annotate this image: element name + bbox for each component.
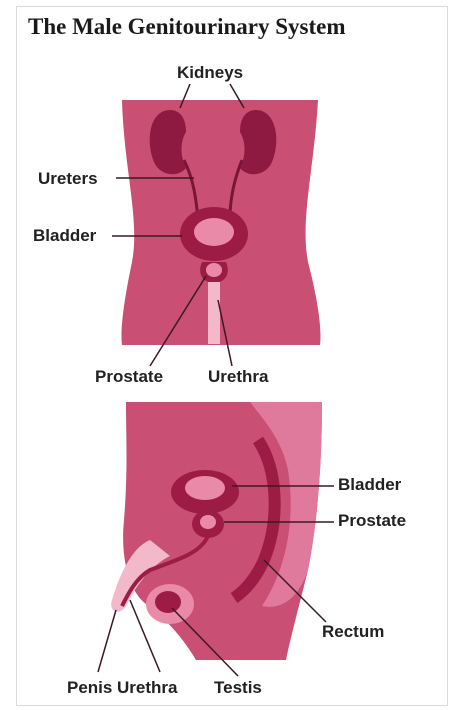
label-bladder-front: Bladder: [33, 227, 96, 244]
label-bladder-side: Bladder: [338, 476, 401, 493]
label-testis: Testis: [214, 679, 262, 696]
label-penis: Penis: [67, 679, 112, 696]
front-urethra: [208, 282, 220, 344]
side-prostate-inner: [200, 515, 216, 529]
front-view: [112, 84, 321, 366]
leader-penis: [98, 610, 116, 672]
label-prostate-front: Prostate: [95, 368, 163, 385]
label-kidneys: Kidneys: [177, 64, 243, 81]
testis: [155, 591, 181, 613]
label-urethra-front: Urethra: [208, 368, 268, 385]
label-urethra-side: Urethra: [117, 679, 177, 696]
label-rectum: Rectum: [322, 623, 384, 640]
label-prostate-side: Prostate: [338, 512, 406, 529]
label-ureters: Ureters: [38, 170, 98, 187]
diagram-title: The Male Genitourinary System: [28, 14, 346, 40]
side-view: [98, 402, 334, 676]
front-prostate-inner: [206, 263, 222, 277]
side-bladder-inner: [185, 476, 225, 500]
front-bladder-inner: [194, 218, 234, 246]
